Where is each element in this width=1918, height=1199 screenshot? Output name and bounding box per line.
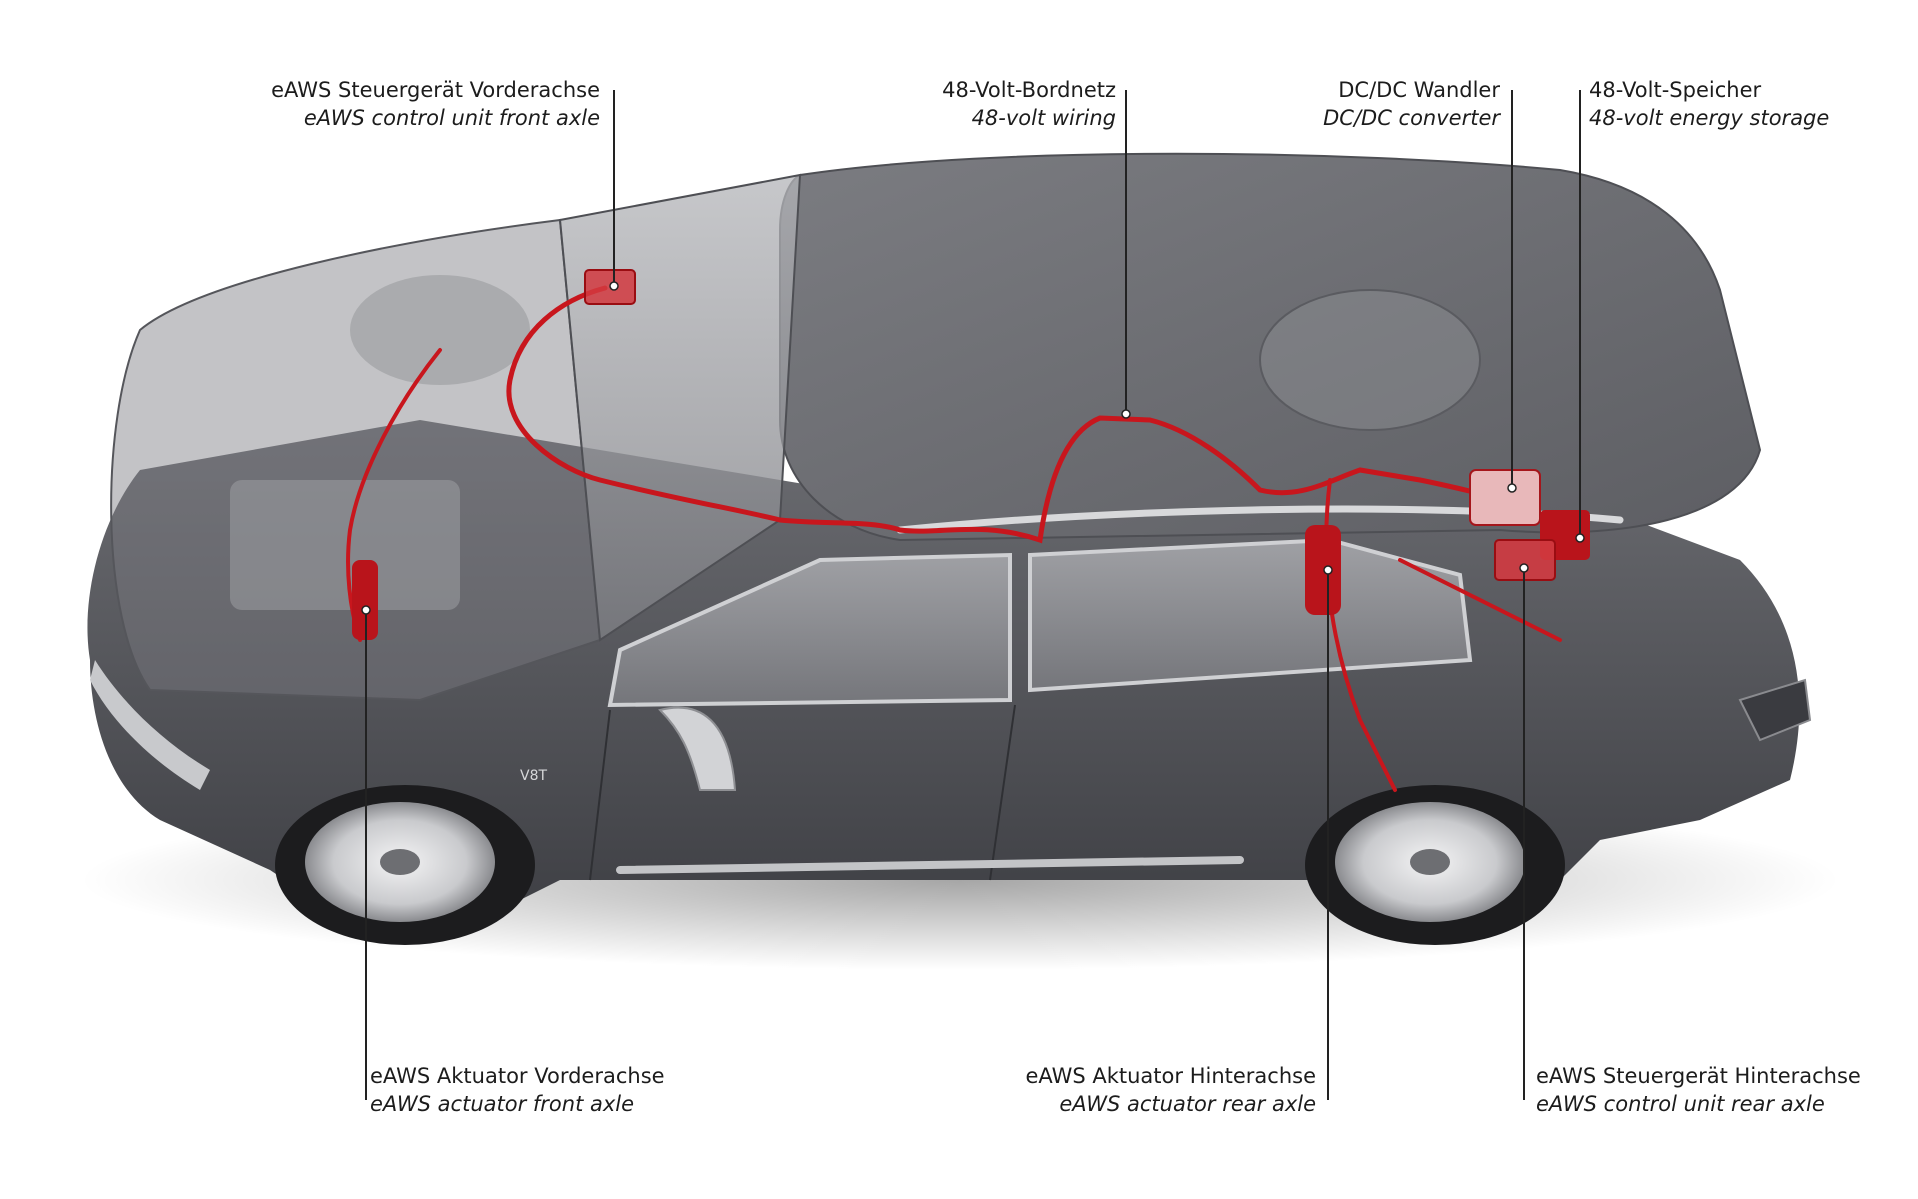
- car-side-window-front: [607, 552, 1012, 708]
- spare-wheel-rear: [1259, 289, 1481, 431]
- leader-dots: [361, 281, 1585, 615]
- label-dcdc: DC/DC Wandler DC/DC converter: [1323, 76, 1500, 132]
- label-en: 48-volt wiring: [971, 106, 1116, 130]
- label-de: DC/DC Wandler: [1338, 78, 1500, 102]
- label-actuator-rear: eAWS Aktuator Hinterachse eAWS actuator …: [1025, 1062, 1316, 1118]
- label-de: eAWS Steuergerät Hinterachse: [1536, 1064, 1861, 1088]
- rear-actuator: [1305, 525, 1341, 615]
- headlight: [90, 660, 210, 790]
- label-de: eAWS Steuergerät Vorderachse: [271, 78, 600, 102]
- label-wiring: 48-Volt-Bordnetz 48-volt wiring: [942, 76, 1116, 132]
- label-de: 48-Volt-Speicher: [1589, 78, 1762, 102]
- label-de: eAWS Aktuator Hinterachse: [1025, 1064, 1316, 1088]
- label-de: 48-Volt-Bordnetz: [942, 78, 1116, 102]
- leader-dot: [1323, 565, 1333, 575]
- label-en: eAWS actuator rear axle: [1059, 1092, 1316, 1116]
- wiring-harness: [506, 285, 1523, 544]
- front-actuator: [352, 560, 378, 640]
- label-en: eAWS control unit front axle: [303, 106, 600, 130]
- leader-dot: [1575, 533, 1585, 543]
- side-sill: [616, 856, 1244, 874]
- label-actuator-front: eAWS Aktuator Vorderachse eAWS actuator …: [370, 1062, 665, 1118]
- tail-light: [1738, 678, 1812, 742]
- label-storage: 48-Volt-Speicher 48-volt energy storage: [1589, 76, 1829, 132]
- leader-lines: [365, 90, 1581, 1100]
- rear-wheel: [1305, 785, 1565, 945]
- label-de: eAWS Aktuator Vorderachse: [370, 1064, 665, 1088]
- wiring-harness-branch: [346, 348, 442, 642]
- side-mirror: [658, 706, 737, 791]
- front-wheel: [275, 785, 535, 945]
- leader-dot: [1507, 483, 1517, 493]
- model-badge: V8T: [520, 768, 547, 784]
- label-en: DC/DC converter: [1323, 106, 1500, 130]
- label-en: 48-volt energy storage: [1589, 106, 1830, 130]
- engine-block: [230, 480, 460, 610]
- label-en: eAWS control unit rear axle: [1536, 1092, 1825, 1116]
- car-side-window-rear: [1028, 537, 1473, 693]
- leader-dot: [609, 281, 619, 291]
- dcdc-converter-box: [1469, 469, 1541, 526]
- label-front-control-unit: eAWS Steuergerät Vorderachse eAWS contro…: [271, 76, 600, 132]
- door-line: [589, 709, 611, 881]
- leader-dot: [361, 605, 371, 615]
- leader-dot: [1121, 409, 1131, 419]
- leader-dot: [1519, 563, 1529, 573]
- front-tire-under-hood: [350, 275, 530, 385]
- wiring-harness-rear2: [1398, 558, 1562, 642]
- label-control-unit-rear: eAWS Steuergerät Hinterachse eAWS contro…: [1536, 1062, 1861, 1118]
- door-line: [989, 704, 1016, 881]
- label-en: eAWS actuator front axle: [370, 1092, 635, 1116]
